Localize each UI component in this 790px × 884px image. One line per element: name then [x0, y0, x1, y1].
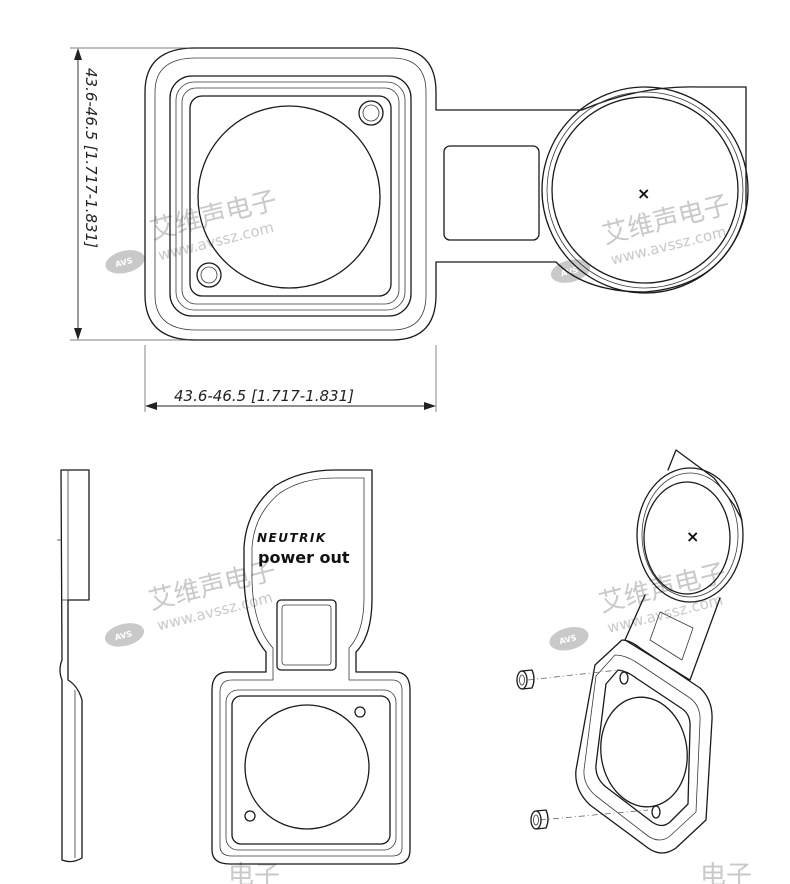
front-view-brand: NEUTRIK [257, 531, 327, 545]
dimension-arrow-up-icon [74, 48, 82, 60]
top-view-frame-3 [181, 87, 400, 305]
iso-center-mark: × [686, 527, 699, 546]
watermark-logo-icon [549, 627, 589, 651]
front-view-window-inner [281, 604, 332, 666]
iso-arm-window [649, 611, 694, 661]
dimension-text-vertical: 43.6-46.5 [1.717-1.831] [82, 68, 100, 248]
watermark-logo-icon [105, 250, 145, 274]
side-view [57, 469, 90, 863]
iso-screw-axis-top [527, 669, 619, 681]
iso-screw-bottom-body [535, 809, 549, 830]
top-view-screw-hole-top-right-inner [362, 104, 380, 122]
top-view-cap-inner [551, 96, 739, 284]
iso-plate-outline [575, 639, 713, 854]
front-view-frame-outer [225, 689, 397, 851]
dimension-arrow-left-icon [145, 402, 157, 410]
top-view-frame-2 [175, 81, 406, 311]
top-view-plate-inner [154, 57, 427, 331]
watermark-logo-text: AVS [560, 265, 579, 278]
iso-screw-axis-bottom [539, 809, 649, 821]
front-view-frame-inner [231, 695, 391, 845]
watermark-logo-text: AVS [114, 256, 133, 269]
top-view-connector-opening [197, 105, 381, 289]
front-view-screw-hole-bottom-left [244, 810, 256, 822]
top-view-cap-ring [546, 91, 744, 289]
iso-plate-face [583, 654, 701, 841]
iso-cap-outer [636, 467, 744, 603]
iso-connector-opening [600, 696, 688, 808]
watermark-logo-icon [550, 259, 591, 283]
iso-cap-inner [643, 481, 731, 595]
isometric-view: × [516, 449, 744, 854]
side-view-outline [59, 469, 90, 863]
front-view-screw-hole-top-right [354, 706, 366, 718]
watermark-logo-text: AVS [558, 633, 577, 646]
iso-screw-hole-top [619, 671, 629, 685]
dimension-vertical: 43.6-46.5 [1.717-1.831] [70, 47, 190, 341]
top-view: × [144, 47, 749, 341]
top-view-screw-hole-bottom-left [196, 262, 222, 288]
watermark-mid-right: AVS 艾维声电子 www.avssz.com [549, 558, 729, 651]
front-view-outline [211, 469, 411, 865]
dimension-arrow-right-icon [424, 402, 436, 410]
watermark-fragment-bottom-right: 电子 [700, 861, 752, 884]
front-view-connector-opening [244, 704, 370, 830]
iso-plate-frame-inner [595, 669, 691, 827]
iso-cap-tab [667, 449, 743, 521]
watermark-logo-icon [104, 623, 145, 647]
iso-cap-ring [641, 472, 739, 598]
top-view-cap-outer [541, 86, 749, 294]
iso-screw-top-inner [519, 674, 525, 686]
dimension-text-horizontal: 43.6-46.5 [1.717-1.831] [174, 387, 354, 405]
dimension-horizontal: 43.6-46.5 [1.717-1.831] [144, 345, 437, 412]
dimension-arrow-down-icon [74, 328, 82, 340]
front-view-window [276, 599, 337, 671]
top-view-center-mark: × [637, 184, 650, 203]
iso-screw-top-icon [516, 670, 528, 690]
top-view-arm-window [443, 145, 540, 241]
iso-screw-bottom-icon [530, 810, 542, 830]
front-view-outline-inner [219, 477, 403, 857]
top-view-frame-inner [189, 95, 392, 297]
watermark-fragment-bottom-left: 电子 [228, 861, 280, 884]
iso-screw-top-body [521, 669, 535, 690]
watermark-logo-text: AVS [114, 629, 133, 642]
watermark-top-right: AVS 艾维声电子 www.avssz.com [550, 190, 733, 283]
top-view-screw-hole-bottom-left-inner [200, 266, 218, 284]
front-view-label: power out [258, 548, 350, 567]
top-view-frame-outer [169, 75, 412, 317]
iso-screw-bottom-inner [533, 814, 539, 826]
iso-screw-hole-bottom [651, 805, 661, 819]
front-view: NEUTRIK power out [211, 469, 411, 865]
top-view-screw-hole-top-right [358, 100, 384, 126]
